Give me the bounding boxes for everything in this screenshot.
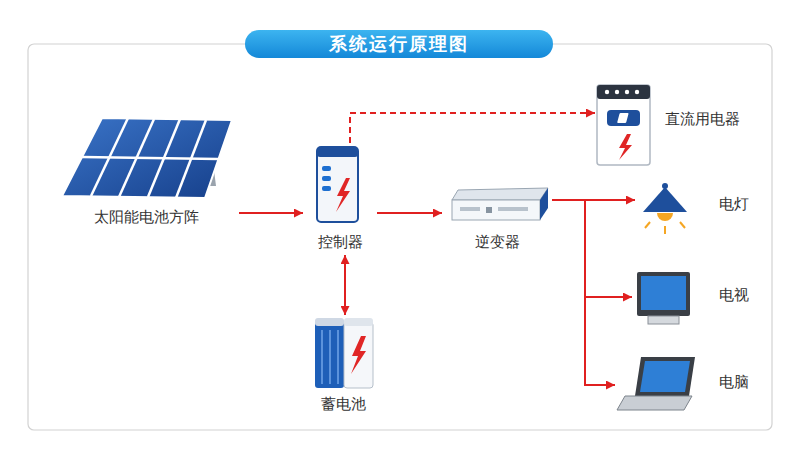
- node-label: 蓄电池: [303, 395, 383, 413]
- node-label: 电灯: [719, 195, 749, 213]
- node-label: 电脑: [719, 373, 749, 391]
- dc-appliance-icon: [597, 85, 650, 165]
- frame: [28, 44, 772, 430]
- battery-node: 蓄电池: [303, 315, 383, 419]
- title-tab: [245, 30, 553, 58]
- inverter-icon: [452, 188, 548, 220]
- dashed-arrow: [350, 113, 595, 143]
- lamp-node: 电灯: [635, 178, 753, 240]
- node-label: 控制器: [303, 233, 377, 251]
- tv-node: 电视: [632, 268, 753, 328]
- diagram-title: 系统运行原理图: [245, 30, 553, 58]
- laptop-icon: [617, 357, 695, 410]
- flow-arrow: [552, 200, 615, 385]
- solar-panel-icon: [62, 118, 232, 198]
- solar-array-node: 太阳能电池方阵: [53, 114, 239, 230]
- controller-node: 控制器: [303, 143, 377, 255]
- flow-arrow: [239, 212, 303, 214]
- controller-icon: [317, 147, 358, 222]
- node-label: 太阳能电池方阵: [53, 208, 239, 226]
- tv-icon: [637, 272, 690, 324]
- inverter-node: 逆变器: [442, 185, 552, 255]
- laptop-node: 电脑: [615, 352, 753, 412]
- battery-icon: [315, 318, 373, 388]
- node-label: 直流用电器: [665, 110, 740, 128]
- node-label: 逆变器: [442, 233, 552, 251]
- node-label: 电视: [719, 286, 749, 304]
- flow-arrow: [552, 199, 635, 201]
- flow-arrow: [377, 212, 442, 214]
- lamp-icon: [643, 183, 687, 234]
- flow-arrow: [344, 255, 346, 315]
- dc-appliance-node: 直流用电器: [595, 80, 753, 168]
- flow-arrow: [552, 200, 632, 297]
